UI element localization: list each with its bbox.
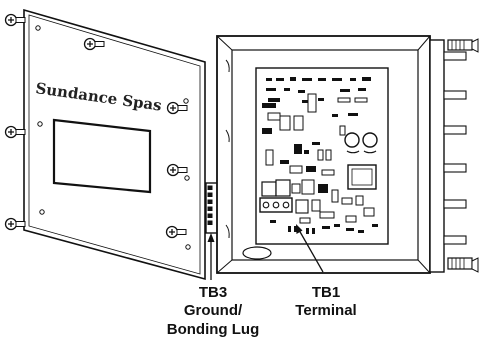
door-panel: Sundance Spas: [23, 8, 206, 281]
knockout-hole: [242, 246, 272, 260]
tb1-label: TB1: [312, 284, 340, 301]
screw-icon: [4, 217, 26, 231]
door-window: [52, 118, 152, 194]
screw-icon: [165, 225, 187, 239]
tb3-sublabel-2: Bonding Lug: [167, 321, 259, 338]
capacitor: [344, 132, 360, 148]
screw-icon: [4, 125, 26, 139]
screw-icon: [4, 13, 26, 27]
tb3-label: TB3: [199, 284, 227, 301]
circuit-board: [255, 67, 389, 245]
tb1-terminal-block: [259, 197, 293, 213]
tb1-callout: TB1 Terminal: [295, 284, 356, 319]
door-screws: [4, 13, 188, 239]
side-fittings: [429, 38, 479, 273]
tb3-callout: TB3 Ground/ Bonding Lug: [167, 284, 259, 338]
screw-icon: [166, 163, 188, 177]
tb3-sublabel-1: Ground/: [184, 302, 243, 319]
tb1-sublabel: Terminal: [295, 302, 356, 319]
screw-icon: [83, 37, 105, 51]
screw-icon: [166, 101, 188, 115]
callout-leaders: [207, 224, 324, 280]
capacitor: [362, 132, 378, 148]
